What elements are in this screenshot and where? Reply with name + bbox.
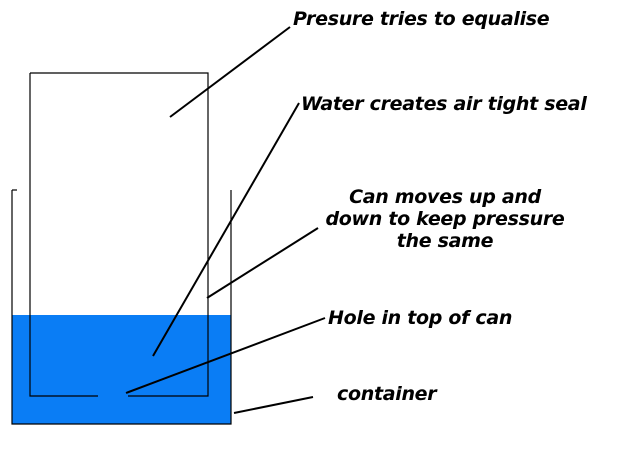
pointer-container [233,396,314,414]
label-can-moves: Can moves up and down to keep pressure t… [305,186,585,252]
can-outline-left [30,72,209,397]
water [12,315,231,424]
pointer-seal [152,102,300,357]
pointer-hole [125,317,326,394]
can-outline-right [29,73,98,397]
label-hole-in-can: Hole in top of can [328,307,513,329]
pointer-can-moves [206,227,319,299]
label-can-moves-line-2: down to keep pressure [325,208,565,230]
pointer-pressure [169,26,291,118]
label-can-moves-line-1: Can moves up and [349,186,541,208]
label-can-moves-line-3: the same [396,230,494,252]
label-air-tight-seal: Water creates air tight seal [301,93,587,115]
container-outline [11,190,232,425]
label-container: container [337,383,437,405]
label-pressure-equalise: Presure tries to equalise [293,8,550,30]
